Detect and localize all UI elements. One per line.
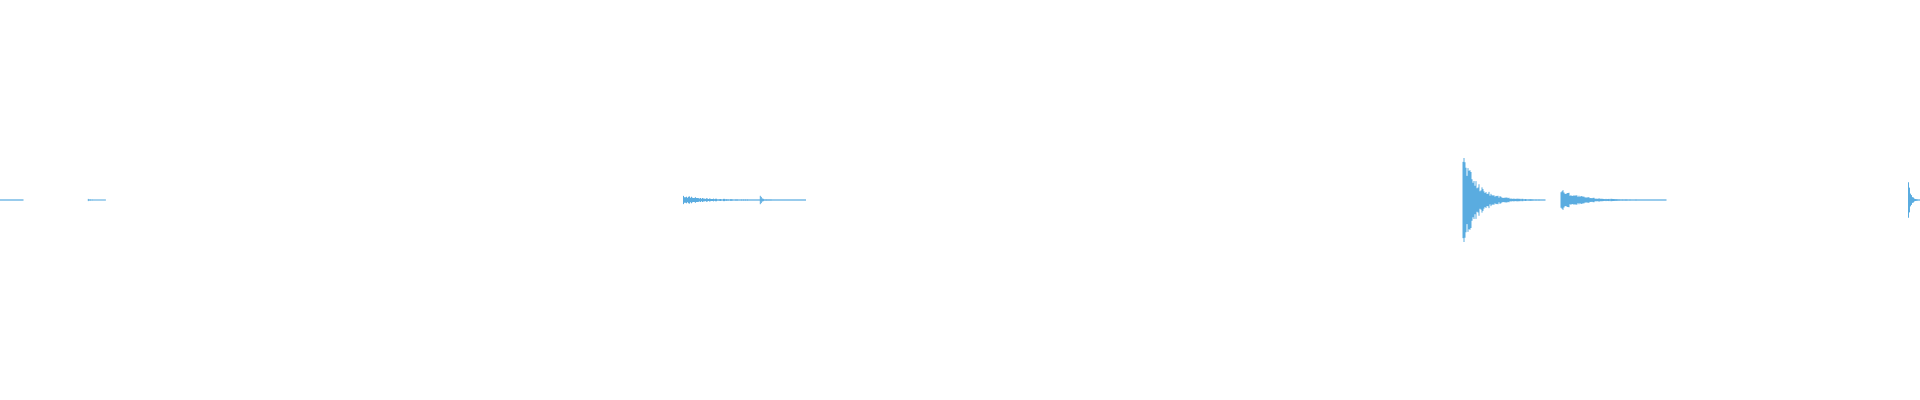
waveform-segment	[87, 198, 106, 202]
waveform-segment	[759, 195, 772, 205]
waveform-segment	[1908, 182, 1920, 218]
waveform-segment	[1462, 158, 1546, 242]
waveform-segment	[0, 199, 24, 201]
waveform-segment	[1560, 190, 1667, 210]
waveform-segment	[683, 195, 806, 205]
